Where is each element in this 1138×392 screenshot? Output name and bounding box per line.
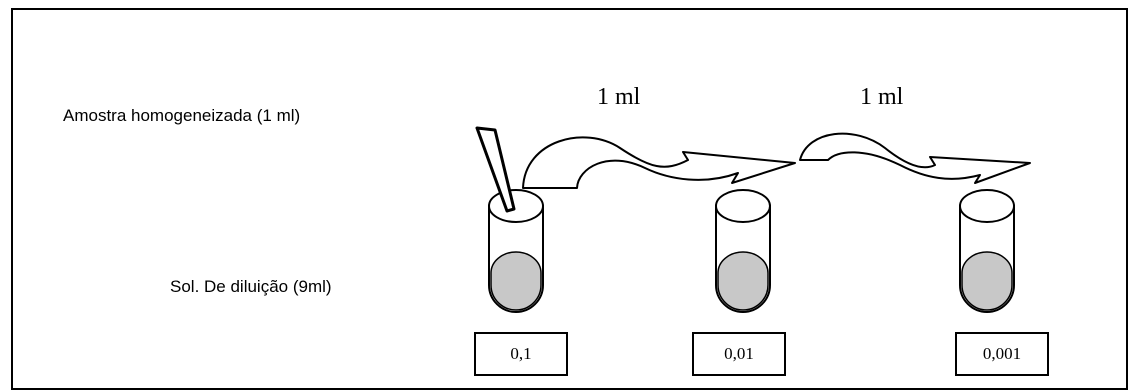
liquid-1	[490, 251, 542, 311]
test-tube-1	[488, 189, 544, 313]
diagram-frame	[11, 8, 1128, 390]
liquid-2	[717, 251, 769, 311]
transfer-volume-label-1: 1 ml	[597, 84, 641, 110]
transfer-arrow-2	[799, 132, 1031, 184]
diluent-label: Sol. De diluição (9ml)	[170, 277, 332, 296]
transfer-volume-label-2: 1 ml	[860, 84, 904, 110]
dilution-box-2: 0,01	[692, 332, 786, 376]
dilution-box-3: 0,001	[955, 332, 1049, 376]
pipette	[475, 126, 516, 213]
test-tube-3	[959, 189, 1015, 313]
dilution-box-1: 0,1	[474, 332, 568, 376]
transfer-arrow-1	[522, 136, 796, 189]
test-tube-2	[715, 189, 771, 313]
sample-label: Amostra homogeneizada (1 ml)	[63, 106, 301, 125]
liquid-3	[961, 251, 1013, 311]
